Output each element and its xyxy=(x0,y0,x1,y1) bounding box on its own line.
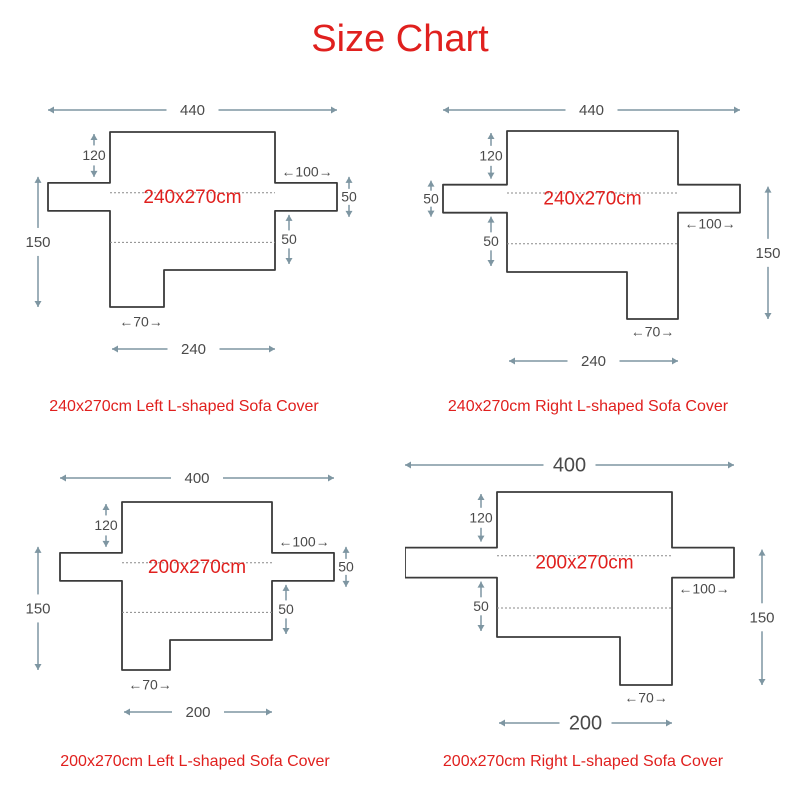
dim-width-head-end xyxy=(328,474,334,482)
dim-seat-depth-head-end xyxy=(764,313,772,319)
dim-seat-depth-head-start xyxy=(764,186,772,193)
dim-base-width-head-start xyxy=(124,708,130,716)
sofa-outline xyxy=(405,491,735,686)
dim-arm-depth-label: 50 xyxy=(338,559,354,575)
dim-arm-depth-head-end xyxy=(342,580,350,587)
dim-gap-label: 50 xyxy=(483,233,499,249)
dim-gap-head-end xyxy=(477,625,485,631)
diagram-right-240: 240x270cm 440 120 50 ←100→ 50 150 ←70→ 240 xyxy=(405,92,795,382)
dim-base-width-label: 240 xyxy=(181,341,206,358)
dim-gap-head-end xyxy=(285,258,293,264)
dim-back-depth-label: 120 xyxy=(469,510,493,526)
dim-chaise-width: ←70→ xyxy=(119,314,163,330)
dim-arm-depth-head-end xyxy=(345,210,353,217)
dim-arm-depth-label: 50 xyxy=(341,189,357,205)
dim-seat-depth-head-end xyxy=(34,664,42,670)
page-title: Size Chart xyxy=(311,18,489,60)
dim-seat-depth-label: 150 xyxy=(25,234,50,251)
dim-back-depth-head-start xyxy=(90,134,98,140)
dim-arm-length: ←100→ xyxy=(278,534,329,550)
dim-gap-label: 50 xyxy=(278,601,294,617)
dim-seat-depth-head-start xyxy=(34,546,42,553)
dim-back-depth-head-start xyxy=(102,504,110,510)
size-label: 200x270cm xyxy=(148,557,246,578)
dim-back-depth-label: 120 xyxy=(94,517,118,533)
dim-chaise-width: ←70→ xyxy=(128,677,172,693)
size-label: 200x270cm xyxy=(535,553,633,574)
sofa-outline xyxy=(59,501,335,671)
dim-gap-head-end xyxy=(487,260,495,266)
dim-width-head-start xyxy=(60,474,66,482)
diagram-left-200: 200x270cm 400 120 50 ←100→ 50 150 ←70→ 200 xyxy=(14,460,404,750)
dim-gap-label: 50 xyxy=(473,598,489,614)
dim-back-depth-head-end xyxy=(102,540,110,547)
dim-arm-length: ←100→ xyxy=(281,164,332,180)
dim-chaise-width: ←70→ xyxy=(631,324,675,340)
sofa-diagram: 240x270cm 440 120 50 ←100→ 50 150 ←70→ 240 xyxy=(423,102,780,370)
dim-width-label: 400 xyxy=(184,470,209,487)
dim-gap-head-end xyxy=(282,628,290,634)
caption-right-200: 200x270cm Right L-shaped Sofa Cover xyxy=(442,753,724,770)
dim-base-width-head-start xyxy=(509,357,515,365)
size-label: 240x270cm xyxy=(543,189,641,210)
dim-base-width-head-start xyxy=(112,345,118,353)
dim-width-head-end xyxy=(331,106,337,114)
dim-seat-depth-head-end xyxy=(758,679,766,685)
dim-back-depth-head-end xyxy=(90,170,98,177)
sofa-diagram: 200x270cm 400 120 50 ←100→ 50 150 ←70→ 200 xyxy=(25,470,354,721)
dim-width-head-end xyxy=(734,106,740,114)
dim-base-width-head-end xyxy=(672,357,678,365)
dim-back-depth-label: 120 xyxy=(82,147,106,163)
dim-gap-head-start xyxy=(487,216,495,223)
dim-width-head-start xyxy=(48,106,54,114)
dim-seat-depth-head-end xyxy=(34,301,42,307)
dim-arm-depth-head-end xyxy=(427,210,435,217)
dim-width-head-start xyxy=(405,461,411,469)
dim-chaise-width: ←70→ xyxy=(624,690,668,706)
dim-back-depth-label: 120 xyxy=(479,148,503,164)
diagram-left-240: 240x270cm 440 120 50 ←100→ 50 150 ←70→ 240 xyxy=(14,92,404,382)
dim-base-width-head-end xyxy=(269,345,275,353)
dim-seat-depth-label: 150 xyxy=(755,245,780,262)
dim-arm-depth-head-start xyxy=(345,176,353,183)
dim-gap-head-start xyxy=(477,581,485,588)
dim-seat-depth-label: 150 xyxy=(25,600,50,617)
dim-base-width-head-end xyxy=(266,708,272,716)
dim-seat-depth-label: 150 xyxy=(749,609,774,626)
size-label: 240x270cm xyxy=(143,187,241,208)
dim-gap-head-start xyxy=(285,214,293,221)
dim-base-width-label: 240 xyxy=(581,353,606,370)
dim-width-head-end xyxy=(728,461,734,469)
dim-base-width-label: 200 xyxy=(569,712,602,734)
dim-arm-depth-head-start xyxy=(427,180,435,187)
dim-back-depth-head-start xyxy=(477,494,485,500)
dim-back-depth-head-end xyxy=(477,535,485,542)
dim-base-width-head-start xyxy=(499,719,505,727)
caption-right-240: 240x270cm Right L-shaped Sofa Cover xyxy=(447,398,729,415)
dim-width-label: 440 xyxy=(180,102,205,119)
dim-seat-depth-head-start xyxy=(758,549,766,556)
dim-back-depth-head-start xyxy=(487,133,495,139)
caption-left-200: 200x270cm Left L-shaped Sofa Cover xyxy=(60,753,330,770)
dim-arm-depth-label: 50 xyxy=(423,190,439,206)
dim-seat-depth-head-start xyxy=(34,176,42,183)
sofa-outline xyxy=(47,131,338,308)
dim-width-head-start xyxy=(443,106,449,114)
dim-width-label: 400 xyxy=(553,455,586,476)
caption-left-240: 240x270cm Left L-shaped Sofa Cover xyxy=(49,398,319,415)
dim-arm-depth-head-start xyxy=(342,546,350,553)
dim-gap-label: 50 xyxy=(281,231,297,247)
sofa-outline xyxy=(442,130,741,320)
dim-back-depth-head-end xyxy=(487,172,495,179)
dim-base-width-label: 200 xyxy=(185,704,210,721)
dim-base-width-head-end xyxy=(666,719,672,727)
sofa-diagram: 240x270cm 440 120 50 ←100→ 50 150 ←70→ 240 xyxy=(25,102,357,358)
dim-gap-head-start xyxy=(282,584,290,591)
dim-width-label: 440 xyxy=(579,102,604,119)
dim-arm-length: ←100→ xyxy=(678,580,729,596)
dim-arm-length: ←100→ xyxy=(684,215,735,231)
